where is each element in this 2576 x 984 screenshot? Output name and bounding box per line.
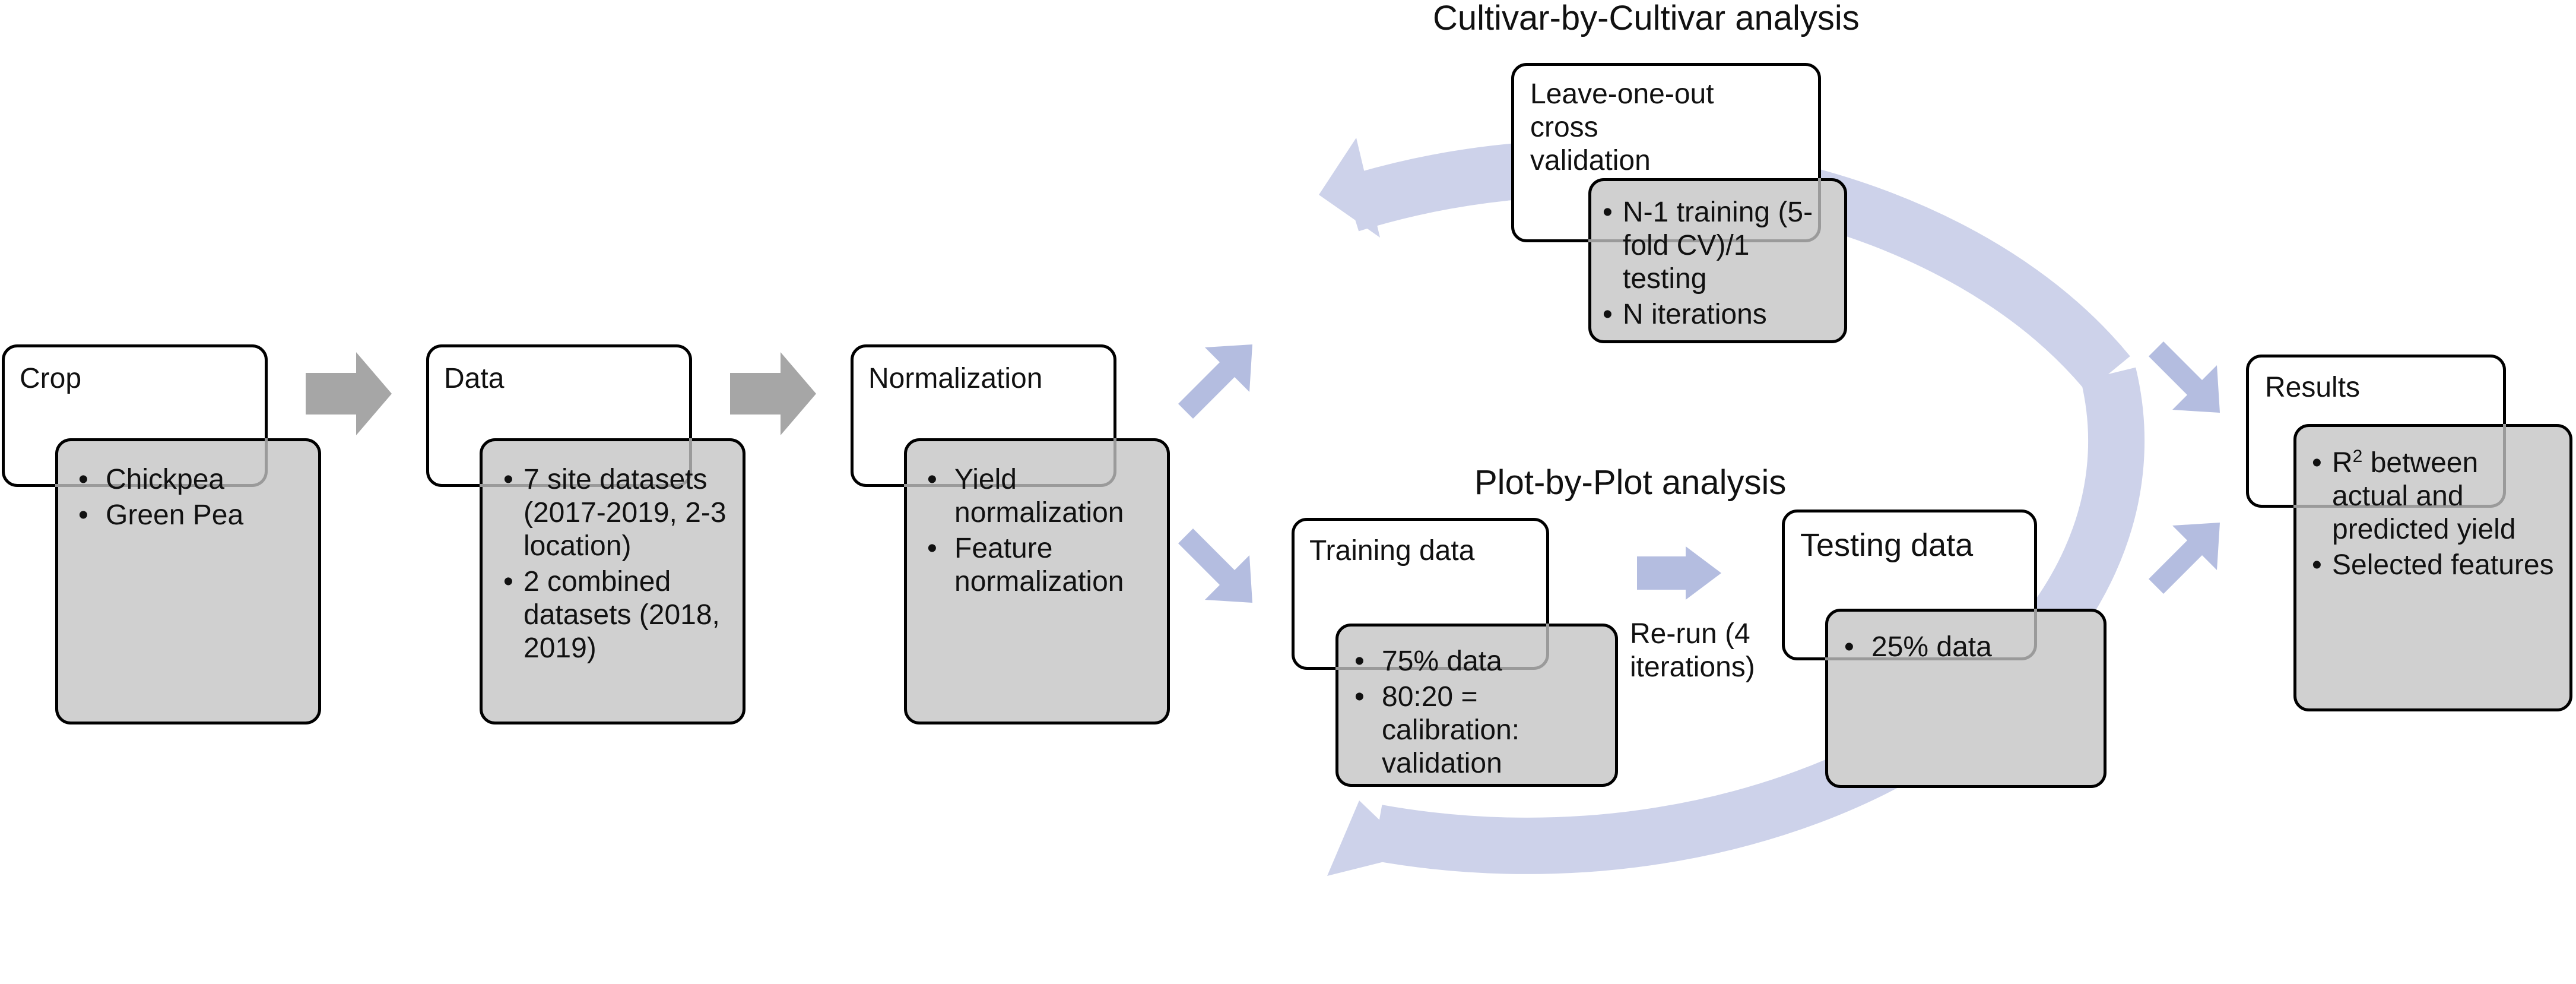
- rerun-label: Re-run (4 iterations): [1630, 618, 1755, 683]
- training-title: Training data: [1309, 535, 1475, 567]
- loo-item: N iterations: [1603, 298, 1840, 331]
- data-item: 2 combined datasets (2018, 2019): [503, 565, 741, 665]
- loo-item: N-1 training (5-fold CV)/1 testing: [1603, 196, 1840, 296]
- crop-item-list: Chickpea Green Pea: [71, 463, 309, 534]
- arrow-plot-to-results: [2149, 523, 2220, 594]
- arrow-training-to-testing: [1637, 546, 1721, 600]
- results-item: Selected features: [2312, 549, 2561, 582]
- data-item: 7 site datasets (2017-2019, 2-3 location…: [503, 463, 741, 563]
- testing-title: Testing data: [1800, 527, 1974, 563]
- normalization-item: Yield normalization: [920, 463, 1169, 530]
- normalization-item: Feature normalization: [920, 532, 1169, 599]
- plot-analysis-heading: Plot-by-Plot analysis: [1474, 463, 1787, 502]
- data-item-list: 7 site datasets (2017-2019, 2-3 location…: [503, 463, 741, 667]
- testing-item-list: 25% data: [1837, 631, 2098, 666]
- loo-item-list: N-1 training (5-fold CV)/1 testing N ite…: [1603, 196, 1840, 334]
- results-item-text: between actual and predicted yield: [2332, 447, 2516, 545]
- arrow-data-to-normalization: [730, 352, 816, 435]
- normalization-title: Normalization: [868, 363, 1043, 394]
- data-title: Data: [444, 363, 505, 394]
- loo-title: Leave-one-out cross validation: [1530, 78, 1714, 176]
- cycle-ring-start-head: [1319, 138, 1380, 238]
- results-title: Results: [2265, 372, 2361, 403]
- normalization-item-list: Yield normalization Feature normalizatio…: [920, 463, 1169, 601]
- results-item-list: R2 between actual and predicted yield Se…: [2312, 447, 2561, 584]
- training-item: 80:20 = calibration: validation: [1347, 681, 1609, 780]
- cycle-ring-end-arrowhead: [1327, 801, 1415, 876]
- results-item: R2 between actual and predicted yield: [2312, 447, 2561, 546]
- testing-item: 25% data: [1837, 631, 2098, 664]
- crop-item: Chickpea: [71, 463, 309, 496]
- arrow-normalization-to-cultivar: [1178, 344, 1252, 419]
- training-item-list: 75% data 80:20 = calibration: validation: [1347, 645, 1609, 783]
- arrow-cultivar-to-results: [2149, 341, 2220, 413]
- results-r-superscript: 2: [2352, 447, 2363, 466]
- crop-title: Crop: [20, 363, 82, 394]
- training-item: 75% data: [1347, 645, 1609, 678]
- arrow-normalization-to-plot: [1178, 529, 1252, 603]
- crop-item: Green Pea: [71, 499, 309, 532]
- cultivar-analysis-heading: Cultivar-by-Cultivar analysis: [1433, 0, 1860, 37]
- results-r-symbol: R: [2332, 447, 2353, 479]
- arrow-crop-to-data: [306, 352, 392, 435]
